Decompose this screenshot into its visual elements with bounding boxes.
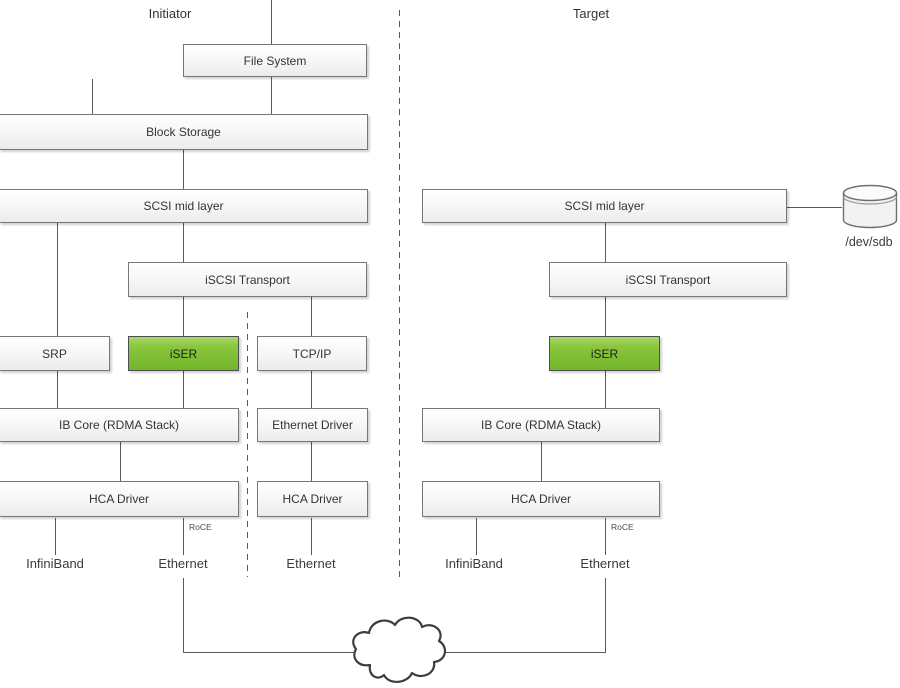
connector-line bbox=[57, 371, 58, 408]
connector-line bbox=[183, 518, 184, 555]
node-hca-driver-target: HCA Driver bbox=[422, 481, 660, 517]
disk-cylinder-icon bbox=[842, 184, 898, 229]
rdma-tcp-separator-line bbox=[247, 312, 248, 577]
connector-line bbox=[120, 442, 121, 482]
connector-line bbox=[311, 442, 312, 482]
connector-line bbox=[605, 578, 606, 652]
connector-line bbox=[183, 371, 184, 408]
ethernet-label-tcp: Ethernet bbox=[286, 556, 336, 571]
node-iser-target: iSER bbox=[549, 336, 660, 371]
connector-line bbox=[311, 371, 312, 408]
connector-line bbox=[311, 518, 312, 555]
node-hca-driver-initiator: HCA Driver bbox=[0, 481, 239, 517]
node-ib-core-initiator: IB Core (RDMA Stack) bbox=[0, 408, 239, 442]
node-iscsi-transport-initiator: iSCSI Transport bbox=[128, 262, 367, 297]
connector-line bbox=[271, 0, 272, 44]
node-ib-core-target: IB Core (RDMA Stack) bbox=[422, 408, 660, 442]
connector-line bbox=[183, 223, 184, 262]
node-scsi-mid-layer-initiator: SCSI mid layer bbox=[0, 189, 368, 223]
connector-line bbox=[57, 223, 58, 336]
node-file-system: File System bbox=[183, 44, 367, 77]
node-hca-driver-ethernet: HCA Driver bbox=[257, 481, 368, 517]
network-cloud-icon bbox=[352, 616, 447, 683]
connector-line bbox=[605, 223, 606, 262]
infiniband-label-initiator: InfiniBand bbox=[26, 556, 84, 571]
connector-line bbox=[92, 79, 93, 114]
connector-line bbox=[55, 518, 56, 555]
connector-line bbox=[476, 518, 477, 555]
connector-line bbox=[605, 371, 606, 408]
connector-line bbox=[541, 442, 542, 482]
connector-line bbox=[183, 578, 184, 652]
roce-label-target: RoCE bbox=[611, 522, 634, 532]
node-block-storage: Block Storage bbox=[0, 114, 368, 150]
connector-line bbox=[605, 297, 606, 336]
connector-line bbox=[311, 297, 312, 336]
ethernet-label-target: Ethernet bbox=[580, 556, 630, 571]
node-scsi-mid-layer-target: SCSI mid layer bbox=[422, 189, 787, 223]
node-iser-initiator: iSER bbox=[128, 336, 239, 371]
node-iscsi-transport-target: iSCSI Transport bbox=[549, 262, 787, 297]
infiniband-label-target: InfiniBand bbox=[445, 556, 503, 571]
connector-line bbox=[787, 207, 842, 208]
connector-line bbox=[271, 77, 272, 114]
node-ethernet-driver: Ethernet Driver bbox=[257, 408, 368, 442]
connector-line bbox=[183, 297, 184, 336]
node-tcp-ip: TCP/IP bbox=[257, 336, 367, 371]
ethernet-label-initiator: Ethernet bbox=[158, 556, 208, 571]
device-label: /dev/sdb bbox=[845, 235, 893, 249]
connector-line bbox=[605, 518, 606, 555]
section-title-initiator: Initiator bbox=[148, 6, 192, 21]
connector-line bbox=[183, 150, 184, 189]
roce-label-initiator: RoCE bbox=[189, 522, 212, 532]
node-srp: SRP bbox=[0, 336, 110, 371]
initiator-target-separator-line bbox=[399, 10, 400, 577]
section-title-target: Target bbox=[572, 6, 610, 21]
